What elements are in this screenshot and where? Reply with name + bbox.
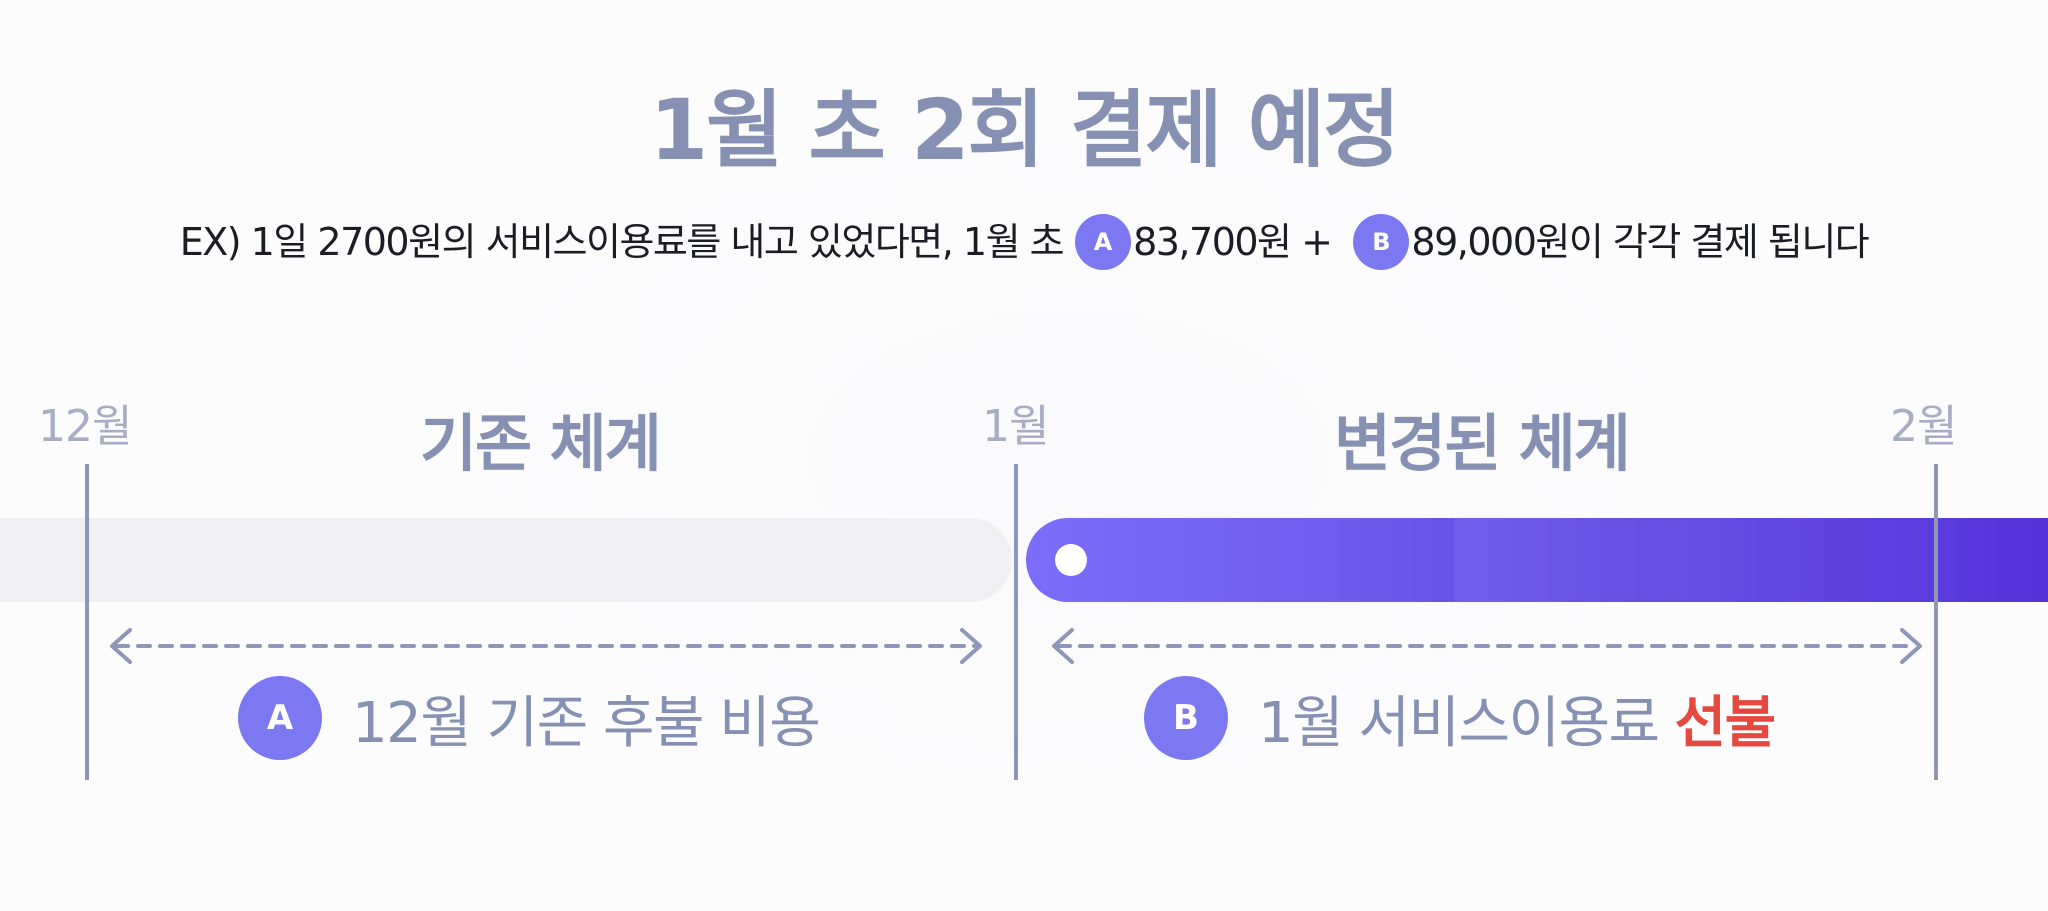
new-system-heading: 변경된 체계 — [1334, 407, 1631, 480]
tick-label-jan: 1월 — [982, 401, 1049, 452]
badge-b: B — [1144, 676, 1228, 760]
example-prefix: EX) 1일 2700원의 서비스이용료를 내고 있었다면, 1월 초 — [179, 220, 1065, 264]
amount-a: 83,700원 + — [1133, 220, 1333, 264]
segment-b-label: 1월 서비스이용료 — [1258, 690, 1660, 756]
example-sentence: EX) 1일 2700원의 서비스이용료를 내고 있었다면, 1월 초 A 83… — [0, 212, 2048, 272]
amount-b: 89,000원이 각각 결제 됩니다 — [1411, 220, 1869, 264]
prepay-highlight: 선불 — [1674, 690, 1777, 756]
segment-b-caption: B 1월 서비스이용료 선불 — [1144, 676, 1777, 760]
page-title: 1월 초 2회 결제 예정 — [649, 81, 1401, 179]
tick-line-dec — [85, 464, 89, 780]
tick-line-jan — [1014, 464, 1018, 780]
old-system-bar — [0, 518, 1012, 602]
badge-a: A — [238, 676, 322, 760]
dashed-double-arrow-icon — [110, 628, 982, 664]
segment-a-label: 12월 기존 후불 비용 — [352, 690, 821, 756]
old-system-heading: 기존 체계 — [420, 407, 662, 480]
tick-line-feb — [1934, 464, 1938, 780]
background-glow — [250, 0, 1890, 911]
dashed-double-arrow-icon — [1052, 628, 1922, 664]
timeline-start-dot-icon — [1055, 544, 1087, 576]
new-system-bar — [1026, 518, 2048, 602]
tick-label-feb: 2월 — [1890, 401, 1957, 452]
badge-a-small: A — [1075, 214, 1132, 270]
segment-a-caption: A 12월 기존 후불 비용 — [238, 676, 821, 760]
tick-label-dec: 12월 — [38, 401, 132, 452]
badge-b-small: B — [1353, 214, 1410, 270]
